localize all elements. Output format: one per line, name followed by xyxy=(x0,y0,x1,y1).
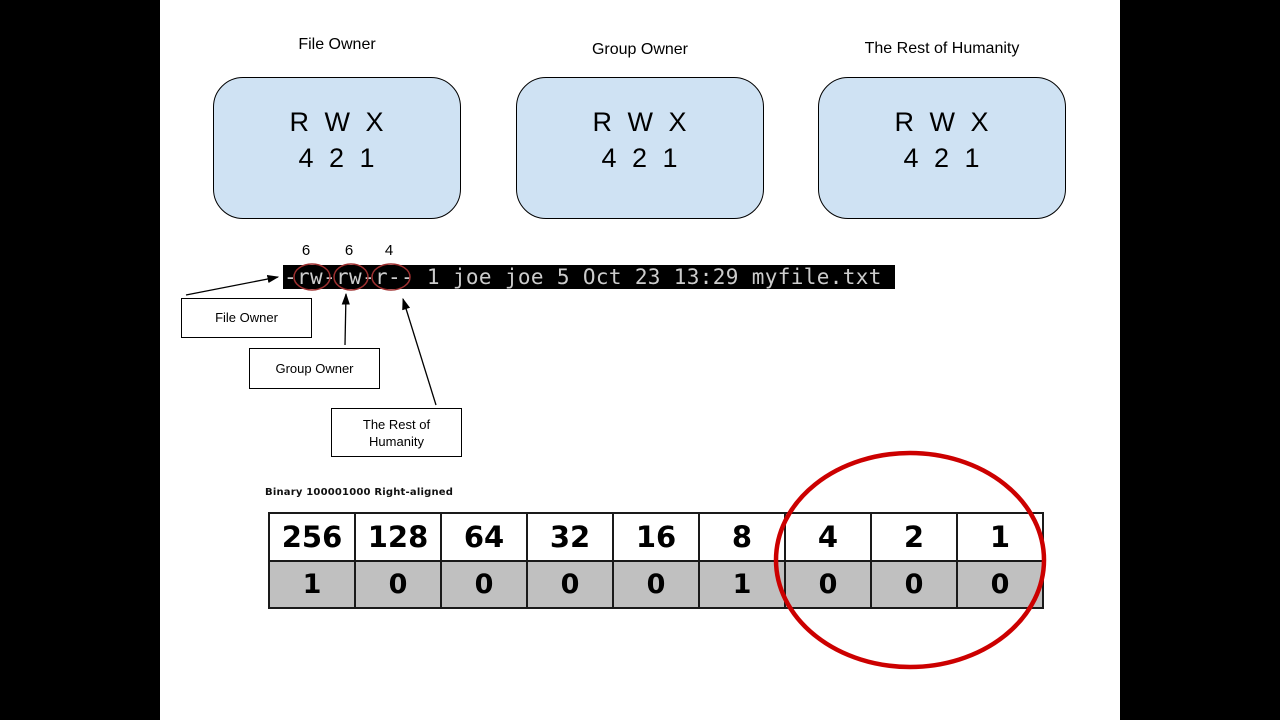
octal-other: 4 xyxy=(384,242,394,259)
bit-cell: 0 xyxy=(956,560,1044,609)
bit-cell: 0 xyxy=(784,560,872,609)
perm-letters: R W X xyxy=(289,107,385,137)
terminal-listing-text: -rw-rw-r-- 1 joe joe 5 Oct 23 13:29 myfi… xyxy=(284,265,882,289)
perm-values: 4 2 1 xyxy=(601,143,679,173)
letterbox-left xyxy=(0,0,160,720)
perm-values: 4 2 1 xyxy=(298,143,376,173)
bit-cell: 0 xyxy=(526,560,614,609)
bit-cell: 1 xyxy=(268,560,356,609)
arrow-group-owner xyxy=(341,292,350,346)
octal-group: 6 xyxy=(344,242,354,259)
place-value-cell: 32 xyxy=(526,512,614,562)
binary-table-title: Binary 100001000 Right-aligned xyxy=(265,487,454,498)
place-value-cell: 128 xyxy=(354,512,442,562)
bit-cell: 0 xyxy=(612,560,700,609)
heading-file-owner: File Owner xyxy=(298,36,376,53)
binary-table: 256 128 64 32 16 8 4 2 1 1 0 0 0 0 1 0 0… xyxy=(268,512,1044,609)
perm-box-file-owner: R W X 4 2 1 xyxy=(213,77,461,219)
place-value-cell: 4 xyxy=(784,512,872,562)
perm-box-group-owner: R W X 4 2 1 xyxy=(516,77,764,219)
place-value-cell: 2 xyxy=(870,512,958,562)
place-value-row: 256 128 64 32 16 8 4 2 1 xyxy=(268,512,1044,562)
place-value-cell: 1 xyxy=(956,512,1044,562)
perm-values: 4 2 1 xyxy=(903,143,981,173)
bit-cell: 0 xyxy=(354,560,442,609)
heading-group-owner: Group Owner xyxy=(591,41,689,58)
letterbox-right xyxy=(1120,0,1280,720)
perm-letters: R W X xyxy=(592,107,688,137)
place-value-cell: 8 xyxy=(698,512,786,562)
bit-cell: 0 xyxy=(870,560,958,609)
bit-cell: 1 xyxy=(698,560,786,609)
terminal-listing: -rw-rw-r-- 1 joe joe 5 Oct 23 13:29 myfi… xyxy=(283,265,895,289)
perm-box-rest-of-humanity: R W X 4 2 1 xyxy=(818,77,1066,219)
place-value-cell: 16 xyxy=(612,512,700,562)
callout-rest-of-humanity: The Rest of Humanity xyxy=(331,408,462,457)
callout-group-owner: Group Owner xyxy=(249,348,380,389)
place-value-cell: 64 xyxy=(440,512,528,562)
octal-owner: 6 xyxy=(301,242,311,259)
bit-row: 1 0 0 0 0 1 0 0 0 xyxy=(268,560,1044,609)
callout-file-owner: File Owner xyxy=(181,298,312,338)
place-value-cell: 256 xyxy=(268,512,356,562)
heading-rest-of-humanity: The Rest of Humanity xyxy=(864,40,1020,57)
arrow-rest-of-humanity xyxy=(402,297,437,406)
arrow-file-owner xyxy=(185,275,280,296)
bit-cell: 0 xyxy=(440,560,528,609)
perm-letters: R W X xyxy=(894,107,990,137)
